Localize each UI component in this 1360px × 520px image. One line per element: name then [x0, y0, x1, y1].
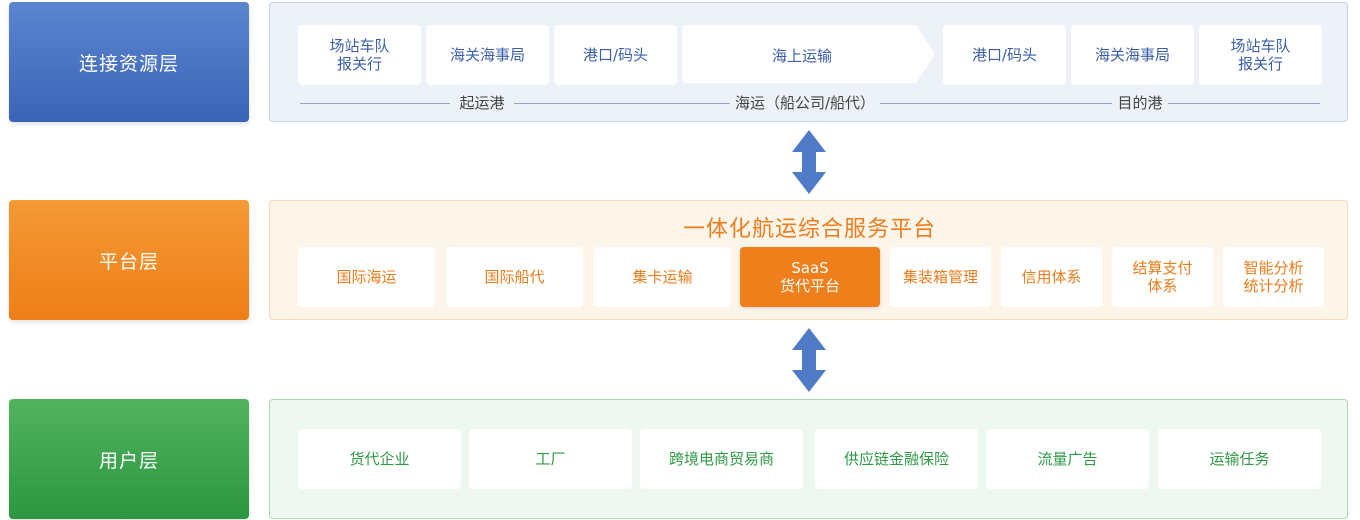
sea-transport-arrow-shape: [682, 25, 935, 83]
divider-line: [300, 103, 450, 104]
user-card-supply-chain-finance: 供应链金融保险: [815, 429, 978, 489]
platform-card-settlement-payment: 结算支付 体系: [1112, 247, 1213, 307]
user-card-factory: 工厂: [469, 429, 632, 489]
resource-card-dest-port: 港口/码头: [943, 25, 1066, 85]
resource-card-text: 港口/码头: [971, 46, 1038, 64]
user-card-text: 货代企业: [349, 450, 410, 468]
resource-card-origin-port: 港口/码头: [554, 25, 677, 85]
user-card-forwarder: 货代企业: [298, 429, 461, 489]
user-card-traffic-ads: 流量广告: [986, 429, 1149, 489]
platform-card-text: 集装箱管理: [902, 268, 978, 286]
divider-line: [1168, 103, 1320, 104]
bidirectional-arrow-icon: [792, 328, 826, 392]
user-card-transport-tasks: 运输任务: [1158, 429, 1321, 489]
platform-card-text: 信用体系: [1021, 268, 1082, 286]
platform-title: 一体化航运综合服务平台: [682, 217, 936, 242]
section-label-destination: 目的港: [1117, 94, 1163, 112]
platform-card-text: SaaS 货代平台: [779, 259, 840, 295]
user-card-ecommerce-trader: 跨境电商贸易商: [640, 429, 803, 489]
layer-label-user: 用户层: [9, 399, 249, 519]
platform-card-container-mgmt: 集装箱管理: [890, 247, 991, 307]
section-label-sea: 海运（船公司/船代）: [734, 94, 876, 112]
platform-card-text: 集卡运输: [632, 268, 693, 286]
resource-card-origin-customs: 海关海事局: [426, 25, 549, 85]
platform-card-ship-agency: 国际船代: [446, 247, 583, 307]
divider-line: [514, 103, 730, 104]
user-card-text: 工厂: [535, 450, 566, 468]
layer-label-resource-text: 连接资源层: [78, 52, 179, 75]
platform-card-credit-system: 信用体系: [1001, 247, 1102, 307]
resource-card-text: 港口/码头: [582, 46, 649, 64]
resource-card-text: 场站车队 报关行: [1230, 37, 1291, 73]
platform-card-text: 智能分析 统计分析: [1243, 259, 1304, 295]
user-card-text: 流量广告: [1037, 450, 1098, 468]
platform-card-text: 国际船代: [484, 268, 545, 286]
resource-card-text: 海关海事局: [1094, 46, 1170, 64]
resource-card-dest-yard: 场站车队 报关行: [1199, 25, 1322, 85]
platform-card-truck-transport: 集卡运输: [594, 247, 731, 307]
platform-card-smart-analytics: 智能分析 统计分析: [1223, 247, 1324, 307]
platform-card-text: 国际海运: [336, 268, 397, 286]
resource-card-dest-customs: 海关海事局: [1071, 25, 1194, 85]
platform-layer-panel: 一体化航运综合服务平台 国际海运 国际船代 集卡运输 SaaS 货代平台 集装箱…: [269, 200, 1348, 320]
bidirectional-arrow-icon: [792, 130, 826, 194]
user-card-text: 运输任务: [1209, 450, 1270, 468]
resource-card-text: 海关海事局: [449, 46, 525, 64]
divider-line: [880, 103, 1112, 104]
user-card-text: 供应链金融保险: [843, 450, 949, 468]
section-label-origin: 起运港: [459, 94, 505, 112]
platform-card-intl-shipping: 国际海运: [298, 247, 435, 307]
platform-card-text: 结算支付 体系: [1132, 259, 1193, 295]
resource-card-sea-transport: 海上运输: [682, 25, 922, 85]
layer-label-user-text: 用户层: [98, 449, 159, 472]
resource-layer-panel: 场站车队 报关行 海关海事局 港口/码头 海上运输 港口/码头 海关海事局 场站…: [269, 2, 1348, 122]
user-layer-panel: 货代企业 工厂 跨境电商贸易商 供应链金融保险 流量广告 运输任务: [269, 399, 1348, 519]
platform-card-saas-forwarder: SaaS 货代平台: [740, 247, 880, 307]
resource-card-text: 场站车队 报关行: [329, 37, 390, 73]
resource-card-origin-yard: 场站车队 报关行: [298, 25, 421, 85]
layer-label-platform-text: 平台层: [98, 250, 159, 273]
resource-card-text: 海上运输: [771, 46, 832, 65]
layer-label-platform: 平台层: [9, 200, 249, 320]
layer-label-resource: 连接资源层: [9, 2, 249, 122]
user-card-text: 跨境电商贸易商: [668, 450, 774, 468]
